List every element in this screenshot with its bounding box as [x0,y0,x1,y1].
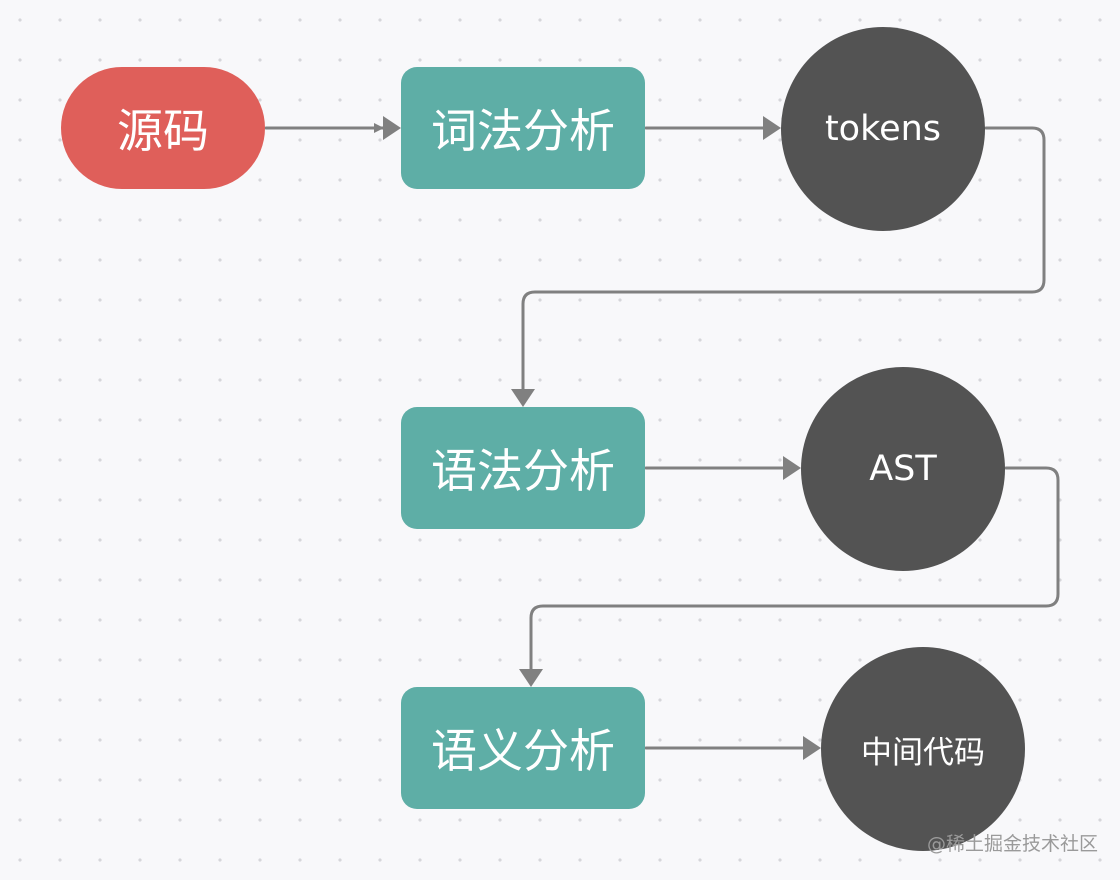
node-semantic-analysis-label: 语义分析 [431,724,615,778]
node-syntax-analysis-label: 语法分析 [431,444,615,498]
node-tokens[interactable]: tokens [781,27,985,231]
node-syntax-analysis[interactable]: 语法分析 [401,407,645,529]
arrow-syntax-to-ast [783,456,801,480]
edge-tokens-to-syntax [521,126,1046,391]
node-lexical-analysis[interactable]: 词法分析 [401,67,645,189]
edge-ast-to-semantic [529,466,1060,671]
node-intermediate-code-label: 中间代码 [861,734,985,771]
node-semantic-analysis[interactable]: 语义分析 [401,687,645,809]
node-ast[interactable]: AST [801,367,1005,571]
arrow-source-to-lexical [383,116,401,140]
node-tokens-label: tokens [824,109,942,149]
arrow-lexical-to-tokens [763,116,781,140]
node-intermediate-code[interactable]: 中间代码 [821,647,1025,851]
arrow-semantic-to-ir [803,736,821,760]
watermark: @稀土掘金技术社区 [926,833,1098,855]
arrow-ast-to-semantic [519,669,543,687]
node-source-code[interactable]: 源码 [61,67,265,189]
node-lexical-analysis-label: 词法分析 [431,104,615,158]
node-ast-label: AST [869,449,937,489]
arrow-tokens-to-syntax [511,389,535,407]
node-source-code-label: 源码 [117,104,209,158]
